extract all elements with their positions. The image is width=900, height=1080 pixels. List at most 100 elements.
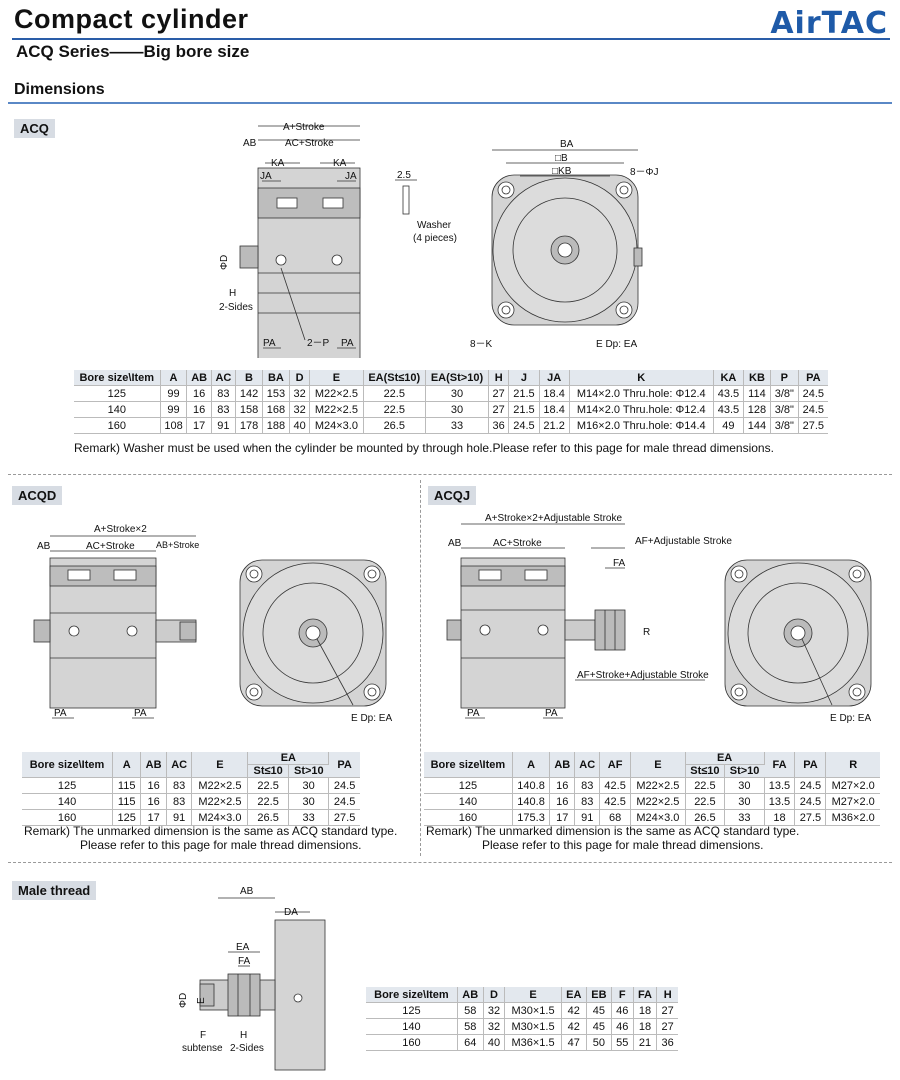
acqd-label-e-dp-ea: E Dp: EA	[351, 713, 392, 724]
table-cell: 33	[724, 809, 765, 826]
table-cell: 42.5	[599, 777, 632, 794]
table-cell: 140	[424, 793, 513, 810]
acqj-remark-2: Please refer to this page for male threa…	[482, 838, 764, 852]
table-cell: M30×1.5	[504, 1018, 562, 1035]
acqd-label-pa-left: PA	[54, 708, 67, 719]
male-thread-drawing: AB DA EA FA ΦD E F subtense H 2-Sides	[178, 886, 326, 1071]
table-cell: 115	[112, 793, 142, 810]
male-header: E	[504, 987, 562, 1003]
table-cell: 125	[74, 385, 161, 402]
table-cell: 68	[599, 809, 632, 826]
table-cell: 128	[743, 401, 771, 418]
male-label-subtense: subtense	[182, 1043, 223, 1054]
table-cell: 32	[289, 401, 311, 418]
acq-header: EA(St>10)	[425, 370, 489, 386]
table-cell: 83	[211, 385, 237, 402]
acqd-label-a-stroke2: A+Stroke×2	[94, 524, 147, 535]
section-tag-acqj: ACQJ	[428, 486, 477, 505]
table-cell: M24×3.0	[191, 809, 249, 826]
table-cell: 32	[483, 1018, 506, 1035]
table-cell: 24.5	[508, 417, 540, 434]
table-cell: 140.8	[512, 777, 551, 794]
table-cell: 27	[488, 385, 510, 402]
table-cell: 3/8"	[770, 401, 799, 418]
acq-header: E	[309, 370, 364, 386]
acq-spec-table: Bore size\Item A AB AC B BA D E EA(St≤10…	[74, 370, 828, 434]
table-cell: M14×2.0 Thru.hole: Φ12.4	[569, 385, 714, 402]
acq-label-h: H	[229, 288, 236, 299]
table-cell: 160	[366, 1034, 458, 1051]
acqj-subheader: St≤10	[685, 764, 726, 778]
table-cell: 26.5	[247, 809, 289, 826]
table-cell: 3/8"	[770, 417, 799, 434]
table-cell: 47	[561, 1034, 587, 1051]
table-cell: 26.5	[363, 417, 427, 434]
acqj-spec-table: Bore size\Item A AB AC AF E EA FA PA R S…	[424, 752, 880, 826]
male-label-ea: EA	[236, 942, 250, 953]
acq-label-ja-right: JA	[345, 171, 357, 182]
table-cell: 18	[764, 809, 796, 826]
section-rule	[8, 102, 892, 104]
acq-label-four-pieces: (4 pieces)	[413, 233, 457, 244]
table-cell: 27.5	[802, 419, 825, 432]
table-cell: M22×2.5	[309, 385, 364, 402]
acqd-remark-1: Remark) The unmarked dimension is the sa…	[24, 824, 398, 838]
table-cell: 16	[549, 777, 576, 794]
table-cell: 27	[661, 1004, 674, 1017]
table-cell: 144	[743, 417, 771, 434]
table-cell: 26.5	[685, 809, 726, 826]
acq-header: AC	[211, 370, 237, 386]
male-label-da: DA	[284, 907, 298, 918]
acqd-remark-2: Please refer to this page for male threa…	[80, 838, 362, 852]
table-cell: 46	[611, 1018, 634, 1035]
table-cell: M36×2.0	[831, 811, 875, 824]
table-cell: 140	[74, 401, 161, 418]
table-cell: M16×2.0 Thru.hole: Φ14.4	[569, 417, 714, 434]
male-label-h: H	[240, 1030, 247, 1041]
table-cell: 140.8	[512, 793, 551, 810]
table-cell: 30	[425, 385, 489, 402]
acqj-label-pa-right: PA	[545, 708, 558, 719]
section-title-dimensions: Dimensions	[14, 81, 105, 98]
acq-label-eight-k: 8－K	[470, 339, 493, 350]
acq-label-pa-left: PA	[263, 338, 276, 349]
acqd-label-ac-stroke: AC+Stroke	[86, 541, 135, 552]
table-cell: 58	[457, 1002, 484, 1019]
table-cell: 125	[366, 1002, 458, 1019]
table-cell: 125	[112, 809, 142, 826]
page-title: Compact cylinder	[14, 4, 249, 34]
acqj-header: AC	[574, 752, 601, 778]
table-cell: 13.5	[764, 793, 796, 810]
acq-header: B	[235, 370, 263, 386]
table-cell: 64	[457, 1034, 484, 1051]
table-cell: 115	[112, 777, 142, 794]
acqd-label-ab-stroke: AB+Stroke	[156, 540, 199, 550]
acqd-header: Bore size\Item	[22, 752, 114, 778]
table-cell: M14×2.0 Thru.hole: Φ12.4	[569, 401, 714, 418]
acq-label-ka-right: KA	[333, 158, 347, 169]
acqd-header: AC	[166, 752, 193, 778]
acqd-header: EA	[247, 752, 330, 765]
divider	[8, 862, 892, 863]
acqj-header: E	[630, 752, 686, 778]
table-cell: 27	[488, 401, 510, 418]
acqd-side-view-drawing: A+Stroke×2 AB AC+Stroke AB+Stroke PA PA	[33, 524, 199, 719]
table-cell: 16	[549, 793, 576, 810]
acq-label-eight-phi-j: 8－ΦJ	[630, 167, 659, 178]
table-cell: 24.5	[802, 387, 825, 400]
table-cell: 32	[483, 1002, 506, 1019]
acqj-side-view-drawing: A+Stroke×2+Adjustable Stroke AB AC+Strok…	[446, 513, 732, 719]
acqd-subheader: St≤10	[247, 764, 289, 778]
table-cell: 140	[22, 793, 114, 810]
table-cell: M22×2.5	[191, 777, 249, 794]
acqd-front-view-drawing: E Dp: EA	[239, 559, 392, 724]
table-cell: 175.3	[512, 809, 551, 826]
acqd-spec-table: Bore size\Item A AB AC E EA PA St≤10 St>…	[22, 752, 360, 826]
acqj-front-view-drawing: E Dp: EA	[724, 559, 871, 724]
table-cell: 45	[586, 1002, 612, 1019]
acq-label-washer: Washer	[417, 220, 452, 231]
acqj-header: PA	[794, 752, 827, 778]
